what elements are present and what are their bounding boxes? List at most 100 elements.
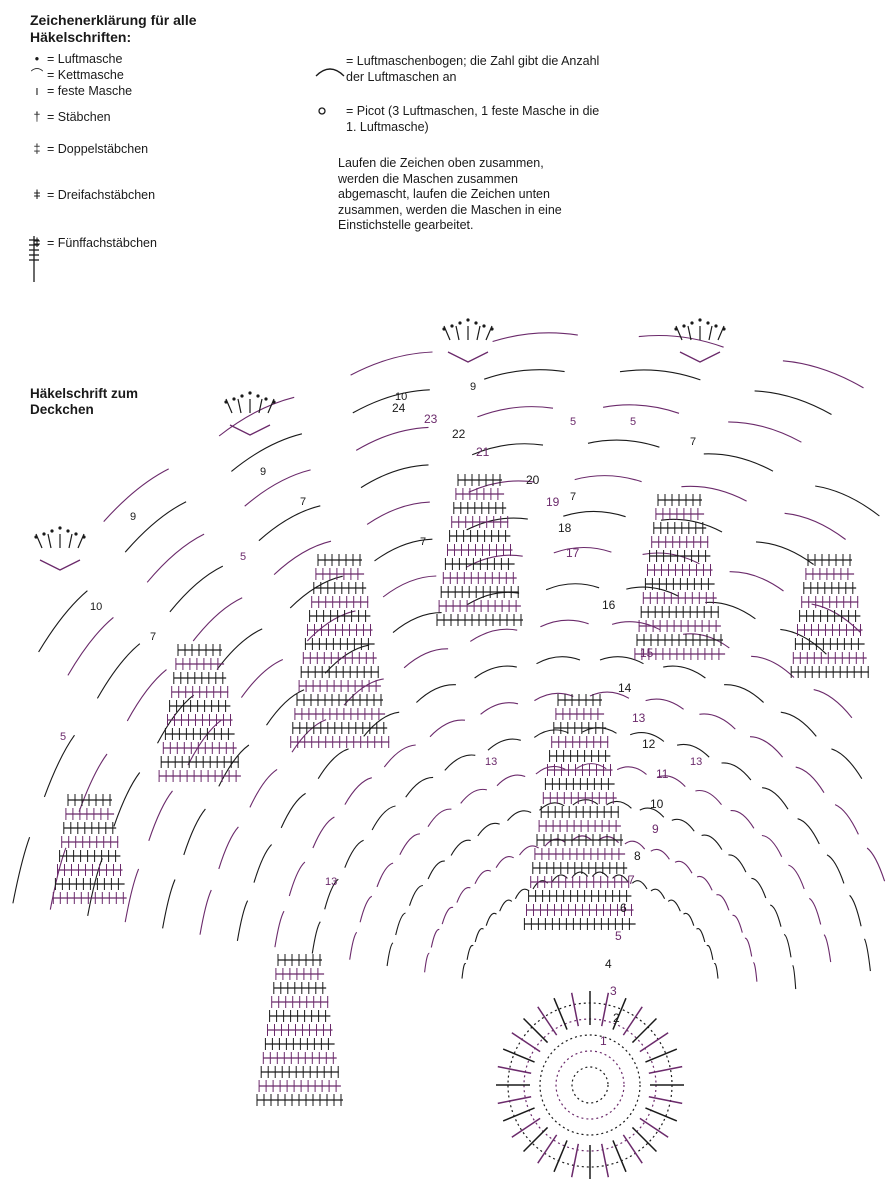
chain-arc: [533, 729, 569, 738]
picot-dot: [450, 324, 454, 328]
round-number: 1: [600, 1034, 607, 1048]
chain-arc: [444, 754, 476, 771]
dot-icon: •: [34, 52, 40, 66]
picot-icon: [318, 107, 326, 115]
chain-arc: [716, 894, 730, 911]
chain-arc: [363, 711, 400, 737]
legend-double-crochet-label: = Stäbchen: [47, 110, 111, 124]
chain-arc: [676, 743, 710, 758]
chain-arc: [611, 621, 661, 631]
chain-arc: [496, 774, 526, 787]
picot-dot: [50, 529, 54, 533]
chain-arc: [103, 468, 169, 522]
chain-arc: [430, 928, 440, 948]
chain-arc: [360, 464, 429, 489]
round-number: 24: [392, 401, 406, 415]
chain-arc: [696, 928, 706, 943]
center-stitch: [639, 1032, 669, 1053]
chain-arc: [551, 874, 568, 883]
center-stitch: [511, 1117, 541, 1138]
chain-arc: [813, 689, 853, 719]
chain-arc: [416, 684, 456, 703]
chain-arc: [631, 880, 648, 890]
chain-arc: [465, 554, 523, 568]
dc-icon: †: [33, 110, 41, 124]
chain-arc: [701, 834, 723, 850]
legend-double-treble: ǂ= Dreifachstäbchen: [30, 188, 155, 203]
center-stitch: [612, 1140, 627, 1173]
center-ring: [555, 1050, 625, 1120]
tr-icon: ‡: [33, 142, 41, 156]
chain-arc: [312, 816, 335, 849]
round-number: 14: [618, 681, 632, 695]
arc-count: 5: [60, 731, 66, 743]
chain-arc: [591, 871, 609, 879]
chain-arc: [236, 900, 249, 941]
chain-arc: [157, 694, 195, 744]
leaf-stitch: [476, 325, 481, 341]
legend-treble-label: = Doppelstäbchen: [47, 142, 149, 156]
chain-arc: [535, 765, 566, 775]
chain-arc: [382, 575, 437, 598]
chain-arc: [619, 369, 701, 381]
picot-dot: [698, 318, 702, 322]
chain-arc: [484, 369, 565, 380]
chain-arc: [863, 938, 871, 972]
chain-arc: [289, 575, 343, 609]
chain-arc: [253, 844, 273, 883]
chain-arc: [721, 762, 752, 781]
chain-arc: [534, 692, 574, 702]
chain-arc: [492, 332, 578, 343]
chain-arc: [311, 921, 321, 954]
picot-dot: [690, 321, 694, 325]
chain-arc: [606, 800, 632, 809]
chain-arc: [683, 633, 730, 649]
chain-arc: [408, 884, 423, 906]
center-stitch: [639, 1117, 669, 1138]
chain-arc: [705, 601, 756, 620]
picot-dot: [482, 324, 486, 328]
chain-arc: [770, 904, 782, 927]
chain-arc: [849, 894, 862, 927]
chain-arc: [199, 889, 212, 935]
center-stitch: [570, 1143, 580, 1178]
leaf-tip: [679, 351, 721, 363]
arc-count: 7: [150, 631, 156, 643]
chain-arc: [751, 877, 767, 899]
chain-arc: [403, 648, 449, 669]
round-number: 19: [546, 495, 560, 509]
arc-count: 7: [300, 496, 306, 508]
chain-arc: [450, 839, 471, 856]
chain-arc: [612, 874, 629, 883]
chain-arc: [826, 854, 845, 884]
chain-arc: [355, 426, 429, 451]
chain-arc: [427, 860, 445, 880]
chain-arc: [218, 396, 295, 437]
chain-arc: [266, 689, 305, 726]
chain-arc: [467, 591, 520, 605]
legend-double-treble-label: = Dreifachstäbchen: [47, 188, 156, 202]
round-number: 13: [632, 711, 646, 725]
legend-quintuple-label: = Fünffachstäbchen: [47, 236, 157, 250]
picot-dot: [42, 532, 46, 536]
chain-arc: [797, 818, 820, 845]
center-stitch: [645, 1048, 678, 1063]
arc-count: 5: [240, 551, 246, 563]
arc-count: 13: [690, 756, 702, 768]
chain-arc: [113, 772, 141, 827]
chain-arc-note: = Luftmaschenbogen; die Zahl gibt die An…: [346, 54, 600, 84]
chain-arc: [124, 868, 140, 923]
chain-arc: [374, 538, 433, 562]
chain-arc: [456, 887, 471, 903]
round-number: 15: [640, 646, 654, 660]
chain-arc: [366, 501, 430, 525]
chain-arc: [126, 669, 167, 722]
arc-count: 10: [90, 601, 102, 613]
chain-arc: [383, 744, 416, 768]
center-stitch: [511, 1032, 541, 1053]
chain-arc: [660, 518, 723, 533]
chain-arc: [461, 962, 467, 979]
legend-slip-stitch: ⌒= Kettmasche: [30, 68, 124, 83]
chain-arc: [751, 655, 795, 678]
center-stitch: [622, 1006, 643, 1036]
